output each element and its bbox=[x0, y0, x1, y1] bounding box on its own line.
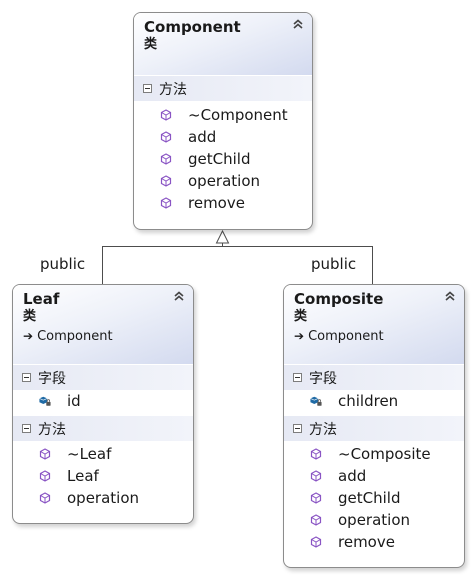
method-cube-icon bbox=[39, 470, 51, 482]
method-name: ~Composite bbox=[338, 445, 431, 463]
method-name: operation bbox=[67, 489, 140, 507]
method-cube-icon bbox=[160, 175, 172, 187]
method-name: operation bbox=[188, 172, 261, 190]
method-cube-icon bbox=[310, 470, 322, 482]
method-cube-icon bbox=[160, 197, 172, 209]
base-class-name: Component bbox=[308, 329, 384, 344]
method-cube-icon bbox=[39, 492, 51, 504]
class-header[interactable]: Composite 类 ➔Component bbox=[284, 285, 464, 364]
method-name: remove bbox=[188, 194, 245, 212]
method-row[interactable]: remove bbox=[134, 192, 312, 214]
field-name: children bbox=[338, 392, 399, 410]
method-row[interactable]: add bbox=[284, 465, 464, 487]
leaf-inheritance-line bbox=[102, 246, 373, 284]
class-header[interactable]: Leaf 类 ➔Component bbox=[13, 285, 193, 364]
method-cube-icon bbox=[310, 448, 322, 460]
method-cube-icon bbox=[310, 536, 322, 548]
class-component[interactable]: Component 类 方法 ~Component add getChild oper… bbox=[133, 12, 313, 230]
method-cube-icon bbox=[310, 492, 322, 504]
inheritance-arrowhead bbox=[215, 229, 230, 244]
method-cube-icon bbox=[160, 131, 172, 143]
methods-section-header[interactable]: 方法 bbox=[284, 415, 464, 441]
class-kind: 类 bbox=[294, 309, 308, 324]
method-row[interactable]: Leaf bbox=[13, 465, 193, 487]
composite-access-label: public bbox=[311, 255, 357, 273]
fields-section-header[interactable]: 字段 bbox=[284, 364, 464, 390]
base-class: ➔Component bbox=[294, 327, 455, 346]
section-title: 方法 bbox=[38, 421, 66, 438]
class-name: Composite bbox=[294, 290, 384, 308]
method-name: add bbox=[188, 128, 217, 146]
section-title: 方法 bbox=[309, 421, 337, 438]
collapse-section-icon[interactable] bbox=[22, 424, 31, 433]
class-name: Leaf bbox=[23, 290, 60, 308]
collapse-chevron-icon[interactable] bbox=[290, 16, 306, 32]
method-name: ~Component bbox=[188, 106, 288, 124]
section-title: 字段 bbox=[38, 370, 66, 387]
method-row[interactable]: ~Component bbox=[134, 104, 312, 126]
collapse-section-icon[interactable] bbox=[293, 424, 302, 433]
inherits-arrow-icon: ➔ bbox=[294, 329, 305, 343]
field-name: id bbox=[67, 392, 81, 410]
methods-section-header[interactable]: 方法 bbox=[134, 75, 312, 101]
collapse-chevron-icon[interactable] bbox=[442, 288, 458, 304]
method-row[interactable]: getChild bbox=[284, 487, 464, 509]
method-row[interactable]: operation bbox=[284, 509, 464, 531]
fields-section-header[interactable]: 字段 bbox=[13, 364, 193, 390]
method-cube-icon bbox=[160, 153, 172, 165]
class-composite[interactable]: Composite 类 ➔Component 字段 children 方法 ~C… bbox=[283, 284, 465, 568]
method-row[interactable]: operation bbox=[13, 487, 193, 509]
method-name: remove bbox=[338, 533, 395, 551]
method-name: getChild bbox=[188, 150, 251, 168]
private-field-icon bbox=[39, 395, 51, 407]
collapse-chevron-icon[interactable] bbox=[171, 288, 187, 304]
class-header[interactable]: Component 类 bbox=[134, 13, 312, 75]
section-title: 方法 bbox=[159, 81, 187, 98]
method-cube-icon bbox=[310, 514, 322, 526]
class-kind: 类 bbox=[23, 309, 37, 324]
leaf-access-label: public bbox=[40, 255, 86, 273]
collapse-section-icon[interactable] bbox=[22, 373, 31, 382]
field-row[interactable]: children bbox=[284, 390, 464, 412]
base-class: ➔Component bbox=[23, 327, 184, 346]
method-row[interactable]: ~Leaf bbox=[13, 443, 193, 465]
class-kind: 类 bbox=[144, 37, 158, 52]
method-name: operation bbox=[338, 511, 411, 529]
method-cube-icon bbox=[39, 448, 51, 460]
method-name: ~Leaf bbox=[67, 445, 112, 463]
method-row[interactable]: getChild bbox=[134, 148, 312, 170]
method-name: add bbox=[338, 467, 367, 485]
method-row[interactable]: remove bbox=[284, 531, 464, 553]
base-class-name: Component bbox=[37, 329, 113, 344]
inherits-arrow-icon: ➔ bbox=[23, 329, 34, 343]
section-title: 字段 bbox=[309, 370, 337, 387]
collapse-section-icon[interactable] bbox=[293, 373, 302, 382]
method-row[interactable]: add bbox=[134, 126, 312, 148]
private-field-icon bbox=[310, 395, 322, 407]
method-name: getChild bbox=[338, 489, 401, 507]
method-row[interactable]: ~Composite bbox=[284, 443, 464, 465]
methods-section-header[interactable]: 方法 bbox=[13, 415, 193, 441]
method-name: Leaf bbox=[67, 467, 99, 485]
collapse-section-icon[interactable] bbox=[143, 84, 152, 93]
method-cube-icon bbox=[160, 109, 172, 121]
field-row[interactable]: id bbox=[13, 390, 193, 412]
class-name: Component bbox=[144, 18, 241, 36]
method-row[interactable]: operation bbox=[134, 170, 312, 192]
